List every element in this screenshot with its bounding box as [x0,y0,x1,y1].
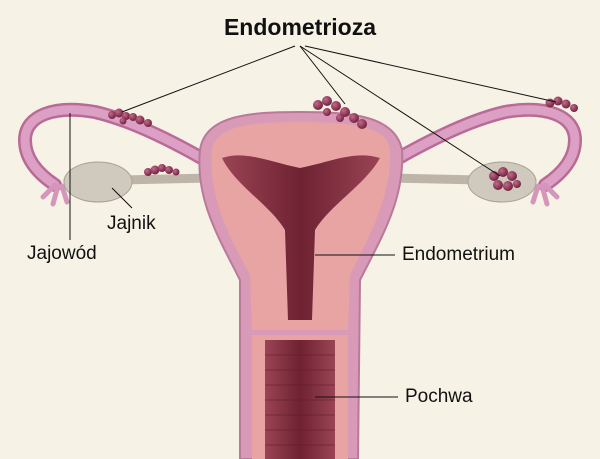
ovarian-ligament-left [119,173,211,185]
endometriosis-lesions [108,96,578,191]
label-endometrium: Endometrium [402,244,515,265]
uterine-cavity [222,155,380,320]
label-vagina: Pochwa [405,386,473,407]
label-ovary: Jajnik [107,213,156,234]
fallopian-tube-left [17,102,212,207]
label-fallopian-tube: Jajowód [27,243,97,264]
fallopian-tube-right [388,102,583,207]
diagram-title: Endometrioza [223,14,377,40]
ovary-left [63,161,133,203]
uterus [198,110,404,459]
leader-lines [69,45,557,398]
ovarian-ligament-right [389,173,481,185]
